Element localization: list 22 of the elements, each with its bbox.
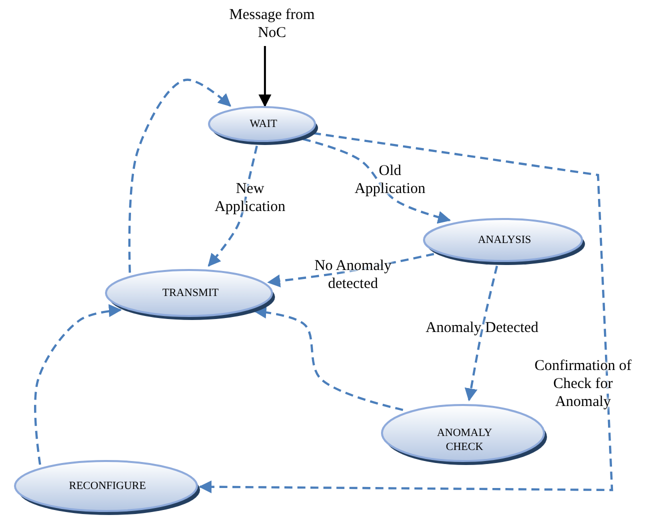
state-label: WAIT <box>248 117 278 131</box>
state-ellipse <box>381 404 548 466</box>
arrow <box>198 132 614 494</box>
arrow <box>267 252 434 288</box>
edge-label: New Application <box>214 180 286 216</box>
edge-label: Old Application <box>354 162 426 198</box>
arrow <box>258 46 272 108</box>
state-label: RECONFIGURE <box>68 479 147 493</box>
arrow <box>208 146 258 267</box>
state-label: ANOMALY CHECK <box>436 426 494 454</box>
edge-label: Anomaly Detected <box>424 319 540 337</box>
state-ellipse <box>14 460 201 516</box>
arrow <box>253 306 404 411</box>
state-ellipse <box>423 218 586 266</box>
arrow <box>302 138 451 224</box>
state-label: ANALYSIS <box>476 233 532 247</box>
arrow <box>464 266 498 402</box>
state-label: TRANSMIT <box>161 286 220 300</box>
arrow <box>34 304 122 465</box>
arrow <box>128 78 232 273</box>
state-ellipse <box>105 269 276 321</box>
state-ellipse <box>208 106 319 146</box>
